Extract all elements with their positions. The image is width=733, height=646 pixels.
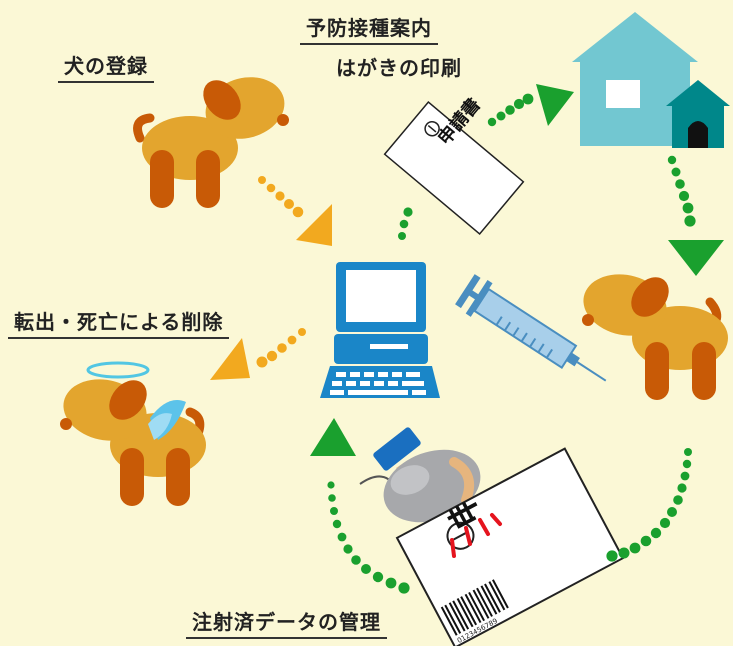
dog-vaccinated-illustration [582, 274, 728, 400]
dog-angel-illustration [60, 361, 206, 506]
arrow-house-to-dog [667, 155, 724, 276]
label-removal: 転出・死亡による削除 [8, 306, 230, 339]
dog-registration-illustration [133, 77, 289, 208]
arrow-computer-to-removal [210, 328, 306, 380]
label-vaccination-data-management: 注射済データの管理 [186, 606, 387, 639]
barcode-scanner-illustration [359, 427, 481, 523]
label-vaccination-notice: 予防接種案内 [300, 12, 438, 45]
arrow-register-to-computer [258, 176, 332, 246]
scan-ticks-illustration [450, 513, 502, 558]
arrow-dog-to-card [606, 448, 692, 562]
arrow-management-to-computer [310, 418, 410, 594]
label-dog-registration: 犬の登録 [58, 50, 154, 83]
house-illustration [572, 12, 730, 148]
arrow-computer-to-house [398, 84, 574, 240]
syringe-illustration [455, 274, 607, 382]
computer-illustration [320, 262, 440, 398]
label-postcard-printing: はがきの印刷 [336, 56, 462, 80]
